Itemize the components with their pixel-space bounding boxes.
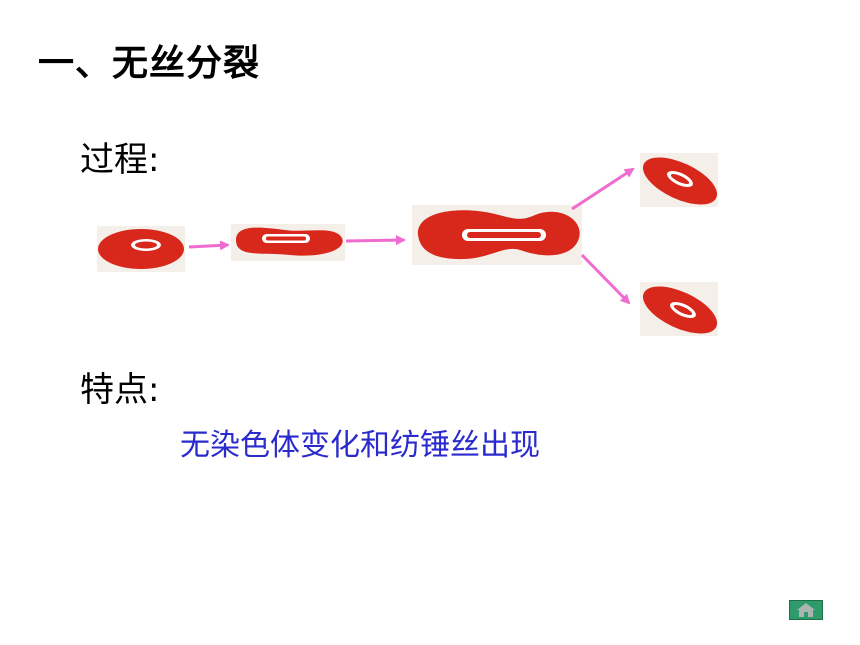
cell-stage-3-nucleus (462, 229, 546, 241)
home-icon (797, 603, 815, 617)
cell-stage-2-nucleus (262, 234, 310, 243)
daughter-cell-upper-nucleus (667, 170, 693, 188)
features-label: 特点: (80, 370, 160, 410)
arrow-4-down (580, 253, 631, 305)
arrow-3-up (571, 167, 635, 211)
cell-stage-3 (412, 205, 582, 265)
arrow-2 (345, 235, 406, 246)
cell-stage-1 (97, 226, 185, 272)
slide-title: 一、无丝分裂 (38, 43, 261, 84)
daughter-cell-lower (640, 282, 718, 336)
daughter-cell-lower-nucleus (670, 301, 696, 319)
arrow-1 (188, 240, 230, 251)
daughter-cell-upper (640, 153, 718, 207)
cell-stage-1-nucleus (131, 239, 161, 251)
home-button[interactable] (789, 600, 823, 620)
cell-stage-2 (231, 224, 345, 261)
process-label: 过程: (80, 140, 160, 180)
features-description: 无染色体变化和纺锤丝出现 (180, 428, 540, 463)
